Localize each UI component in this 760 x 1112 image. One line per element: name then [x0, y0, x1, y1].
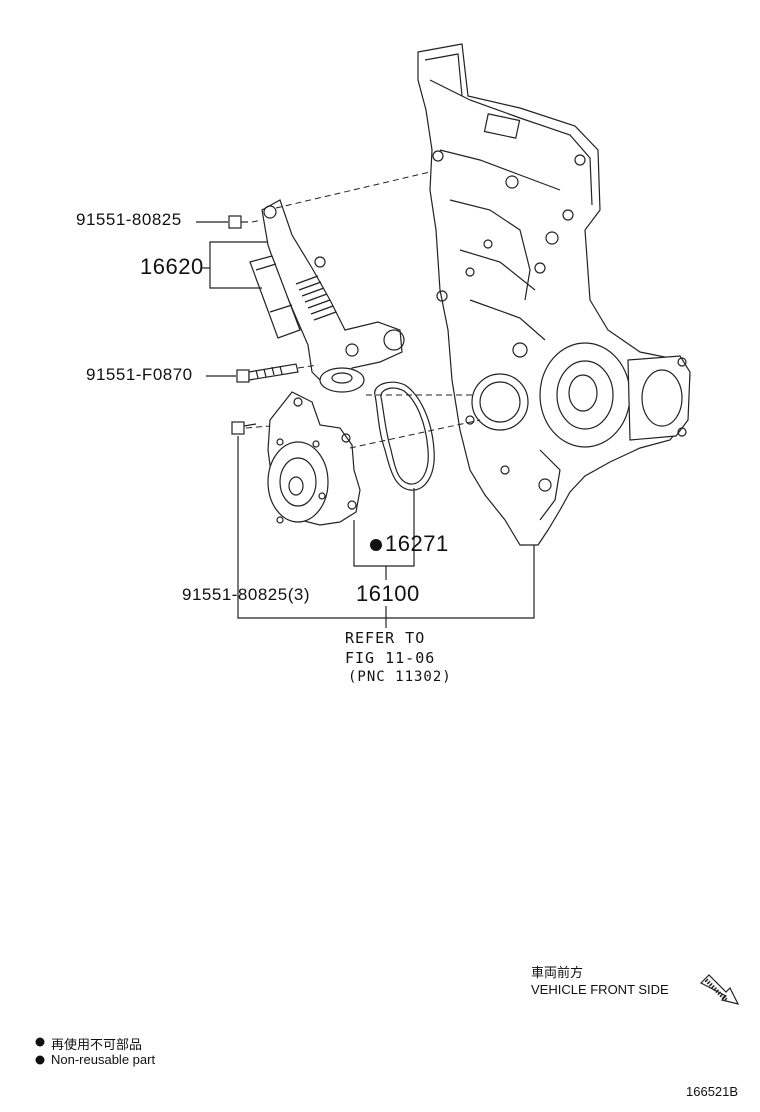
reference-line-3: (PNC 11302)	[348, 669, 452, 685]
part-label-tensioner: 16620	[140, 254, 204, 279]
legend-bullet-en	[35, 1055, 45, 1065]
front-direction-arrow-icon	[699, 974, 740, 1005]
tensioner-drawing	[249, 199, 405, 393]
bolt-mid-drawing	[236, 363, 299, 383]
orientation-label-jp: 車両前方	[531, 965, 584, 980]
orientation-label-en: VEHICLE FRONT SIDE	[531, 982, 669, 997]
reference-line-2: FIG 11-06	[345, 649, 436, 667]
reference-line-1: REFER TO	[345, 629, 426, 647]
bolt-top-drawing	[228, 215, 248, 229]
water-pump-drawing	[267, 391, 361, 526]
alignment-lines	[245, 171, 481, 449]
part-label-bolt-pump: 91551-80825(3)	[182, 585, 310, 604]
part-label-bolt-mid: 91551-F0870	[86, 365, 193, 384]
bolt-pump-drawing	[231, 421, 257, 435]
non-reusable-bullet	[370, 539, 382, 551]
leader-lines	[196, 221, 535, 628]
gasket-drawing	[374, 381, 435, 491]
timing-cover-drawing	[417, 43, 691, 546]
part-label-gasket: 16271	[385, 531, 449, 556]
legend-bullet-jp	[35, 1037, 45, 1047]
legend-label-en: Non-reusable part	[51, 1052, 156, 1067]
figure-id: 166521B	[686, 1084, 739, 1099]
part-label-water-pump: 16100	[356, 581, 420, 606]
part-label-bolt-top: 91551-80825	[76, 210, 182, 229]
legend-label-jp: 再使用不可部品	[51, 1037, 143, 1052]
